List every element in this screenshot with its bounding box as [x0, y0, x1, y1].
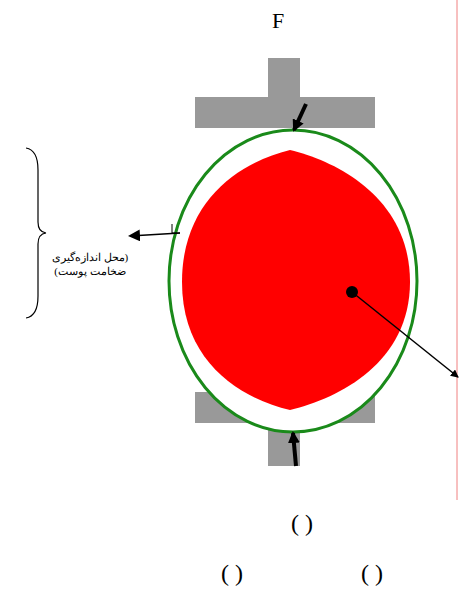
force-arrow: [294, 104, 306, 130]
caption-placeholder: ( ): [221, 560, 243, 587]
measurement-note: (محل اندازه‌گیری ضخامت پوست): [46, 250, 134, 279]
caption-placeholder: ( ): [361, 560, 383, 587]
right-angle-mark: [172, 224, 180, 233]
top-plate-stem: [268, 58, 300, 100]
force-label: F: [272, 8, 284, 34]
brace: [26, 148, 46, 318]
reference-line: [457, 0, 458, 500]
top-plate: [195, 97, 375, 128]
caption-placeholder: ( ): [291, 510, 313, 537]
leader-line: [352, 292, 458, 377]
fruit-flesh: [182, 150, 410, 410]
fruit-rind: [169, 130, 417, 432]
force-arrow: [293, 433, 296, 466]
